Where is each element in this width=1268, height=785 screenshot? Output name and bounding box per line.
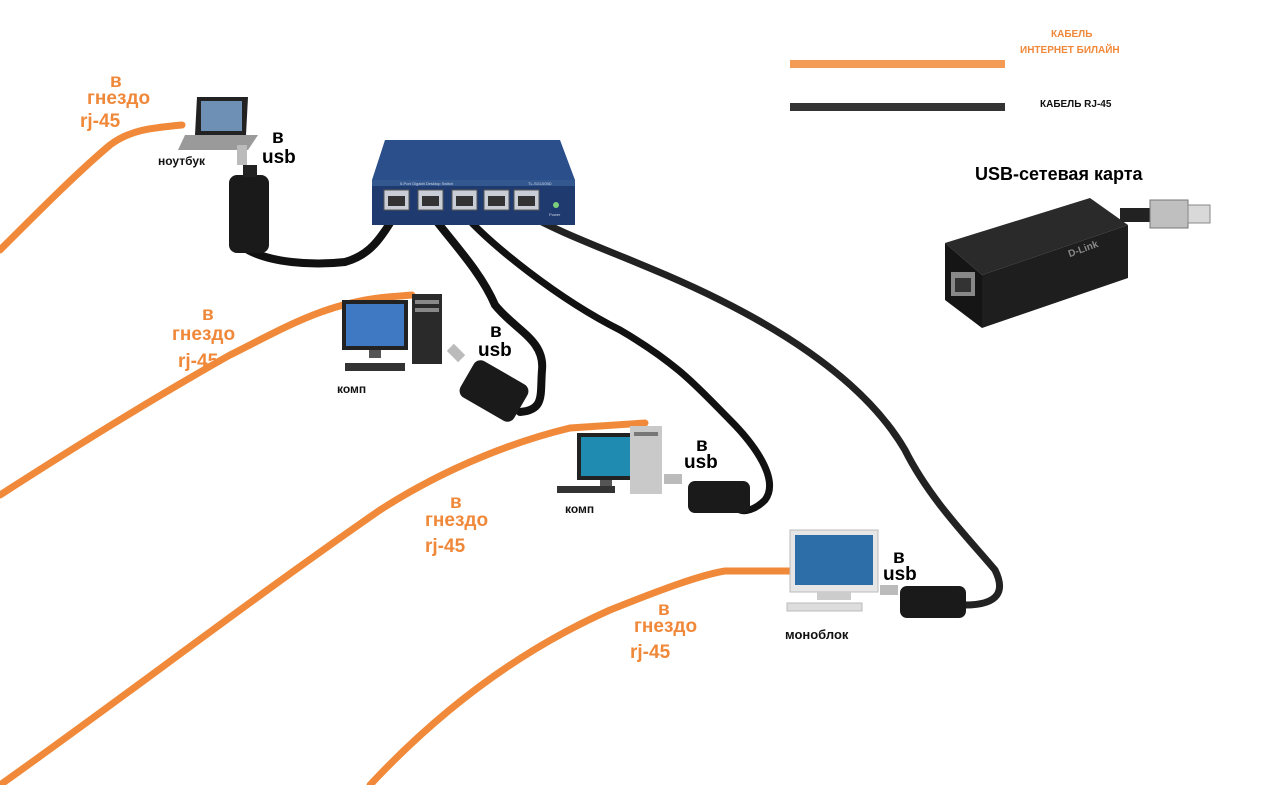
socket-label-4-line3: rj-45 bbox=[630, 642, 671, 663]
rj45-cable-pc1 bbox=[424, 206, 547, 416]
socket-label-2-line1: в bbox=[202, 304, 214, 325]
legend-internet-cable-label-1: КАБЕЛЬ bbox=[1051, 29, 1093, 40]
usb-adapter-pc1 bbox=[446, 343, 529, 422]
switch-ports bbox=[383, 189, 540, 211]
socket-label-1-line3: rj-45 bbox=[80, 111, 121, 132]
monoblock-pc-icon bbox=[786, 529, 879, 612]
usb-label-2-line1: в bbox=[490, 321, 502, 342]
switch-power-led-icon bbox=[553, 202, 559, 208]
internet-cable-monoblock bbox=[366, 567, 794, 785]
laptop-icon bbox=[178, 97, 258, 150]
usb-label-3-line2: usb bbox=[684, 452, 718, 473]
switch-brand-text: 5-Port Gigabit Desktop Switch bbox=[400, 181, 454, 186]
usb-label-4-line2: usb bbox=[883, 564, 917, 585]
internet-cable-laptop bbox=[0, 121, 186, 254]
device-label-monoblock: моноблок bbox=[785, 627, 849, 642]
usb-network-card-image bbox=[945, 198, 1211, 328]
socket-label-3-line3: rj-45 bbox=[425, 536, 466, 557]
switch-power-label: Power bbox=[549, 212, 561, 217]
device-label-pc1: комп bbox=[337, 382, 367, 396]
socket-label-2-line3: rj-45 bbox=[178, 351, 219, 372]
desktop-pc-icon-1 bbox=[342, 294, 442, 371]
desktop-pc-icon-2 bbox=[557, 426, 662, 494]
usb-label-4-line1: в bbox=[893, 547, 905, 568]
socket-label-4-line1: в bbox=[658, 599, 670, 620]
usb-label-2-line2: usb bbox=[478, 340, 512, 361]
usb-label-1-line2: usb bbox=[262, 147, 296, 168]
usb-label-1-line1: в bbox=[272, 127, 284, 148]
usb-label-3-line1: в bbox=[696, 435, 708, 456]
rj45-cable-pc2 bbox=[456, 206, 773, 515]
usb-adapter-laptop bbox=[229, 145, 269, 253]
legend-internet-cable-label-2: ИНТЕРНЕТ БИЛАЙН bbox=[1020, 45, 1120, 56]
socket-label-1-line2: гнездо bbox=[87, 88, 151, 109]
device-label-laptop: ноутбук bbox=[158, 154, 206, 168]
socket-label-3-line2: гнездо bbox=[425, 510, 489, 531]
legend-rj45-cable-label: КАБЕЛЬ RJ-45 bbox=[1040, 99, 1112, 110]
rj45-cable-monoblock bbox=[516, 206, 1003, 609]
internet-cable-pc2 bbox=[0, 419, 649, 785]
socket-label-3-line1: в bbox=[450, 492, 462, 513]
socket-label-2-line2: гнездо bbox=[172, 324, 236, 345]
socket-label-4-line2: гнездо bbox=[634, 616, 698, 637]
usb-card-title: USB-сетевая карта bbox=[975, 164, 1143, 184]
network-switch bbox=[372, 140, 575, 225]
device-label-pc2: комп bbox=[565, 502, 595, 516]
usb-adapter-pc2 bbox=[664, 474, 750, 513]
socket-label-1-line1: в bbox=[110, 71, 122, 92]
switch-model-text: TL-SG1005D bbox=[528, 181, 552, 186]
rj45-cable-laptop bbox=[244, 206, 402, 268]
usb-adapter-monoblock bbox=[880, 585, 966, 618]
